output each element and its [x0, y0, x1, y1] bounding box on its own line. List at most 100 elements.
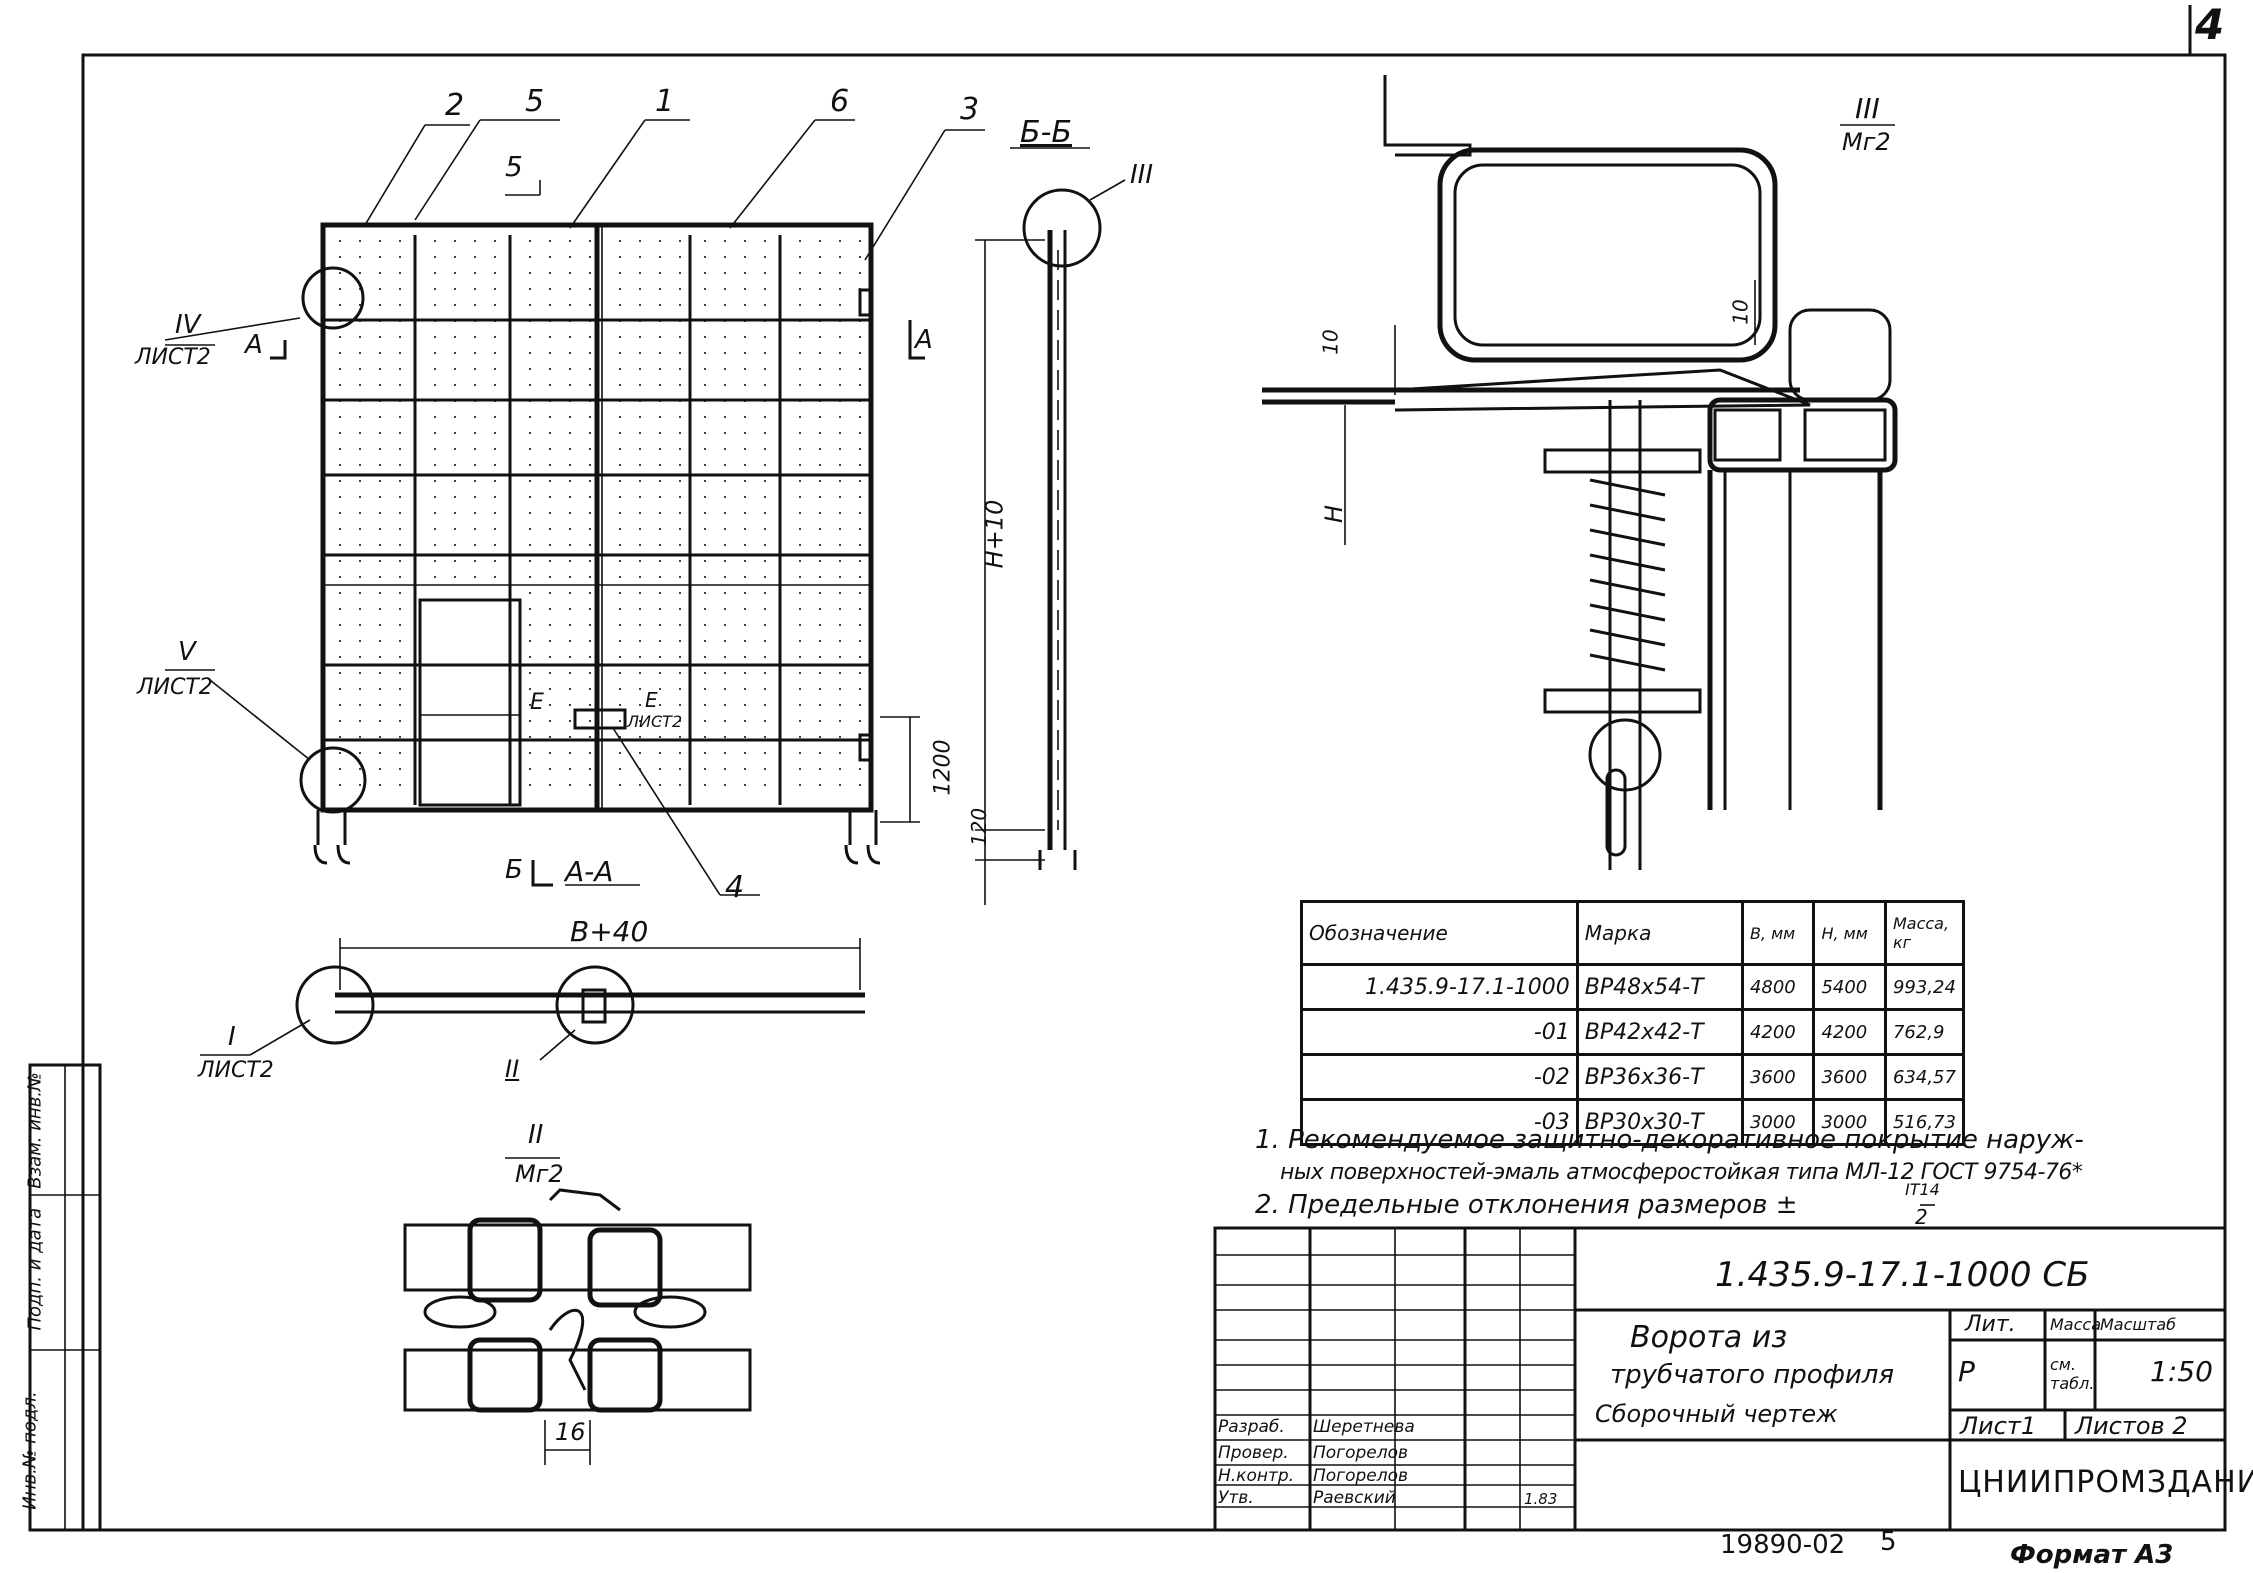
sheet-label: Лист1 [1960, 1412, 2037, 1440]
cell-mass: 516,73 [1883, 1098, 1966, 1146]
table-row: -02 ВР36х36-Т 3600 3600 634,57 [1300, 1053, 1966, 1101]
view-v-label: V [178, 637, 196, 667]
scale-header: Масштаб [2100, 1315, 2177, 1334]
cell-mark: ВР30х30-Т [1575, 1098, 1744, 1146]
table-row: 1.435.9-17.1-1000 ВР48х54-Т 4800 5400 99… [1300, 963, 1966, 1011]
role-approved: Утв. [1218, 1488, 1254, 1508]
cell-designation: -01 [1300, 1008, 1579, 1056]
spec-table-header: Обозначение Марка B, мм H, мм Масса, кг [1300, 900, 1966, 966]
spec-table: Обозначение Марка B, мм H, мм Масса, кг … [1300, 900, 1966, 1146]
callout-item-6: 6 [830, 84, 850, 119]
cell-designation: -02 [1300, 1053, 1579, 1101]
wicket-door [418, 598, 522, 807]
view-v-sheet: ЛИСТ2 [137, 675, 213, 700]
header-mark: Марка [1575, 900, 1744, 966]
dim-height-total: H+10 [980, 499, 1009, 569]
stamp-signature: Подп. и дата [24, 1207, 46, 1331]
callout-item-3: 3 [960, 92, 980, 127]
detail-e-left: Е [530, 690, 544, 715]
section-b-bottom: Б [505, 855, 523, 885]
cell-mark: ВР48х54-Т [1575, 963, 1744, 1011]
detail-e-right: Е [645, 688, 658, 712]
detail-iii-sheet: Мг2 [1842, 128, 1891, 156]
view-iii-label: III [1130, 160, 1154, 190]
sheet-frame [81, 53, 2227, 1532]
detail-iii-title: III [1855, 92, 1880, 125]
detail-ii [403, 1188, 752, 1465]
cell-b: 4200 [1740, 1008, 1816, 1056]
section-a-title: А-А [565, 855, 614, 888]
view-i-label: I [228, 1022, 236, 1052]
cell-designation: 1.435.9-17.1-1000 [1300, 963, 1579, 1011]
role-checker: Провер. [1218, 1443, 1289, 1463]
callout-item-1: 1 [655, 84, 675, 119]
title-block-grid [1213, 1226, 2227, 1532]
detail-ii-sheet: Мг2 [515, 1160, 564, 1188]
view-ii-label: II [505, 1055, 520, 1083]
view-iv-sheet: ЛИСТ2 [135, 345, 211, 370]
approval-date: 1.83 [1524, 1490, 1558, 1508]
header-mass: Масса, кг [1883, 900, 1966, 966]
side-stamp [28, 1063, 102, 1532]
table-row: -01 ВР42х42-Т 4200 4200 762,9 [1300, 1008, 1966, 1056]
header-b: B, мм [1740, 900, 1816, 966]
gate-front-view [270, 222, 925, 896]
name-approved: Раевский [1313, 1488, 1396, 1508]
cell-b: 3000 [1740, 1098, 1816, 1146]
cell-h: 3000 [1812, 1098, 1887, 1146]
detail-circle-v [299, 746, 367, 814]
mass-header: Масса [2050, 1315, 2102, 1334]
cell-mass: 993,24 [1883, 963, 1966, 1011]
callout-item-2: 2 [445, 88, 465, 123]
cell-designation: -03 [1300, 1098, 1579, 1146]
name-developer: Шеретнева [1313, 1417, 1415, 1437]
title-line-1: Ворота из [1630, 1320, 1788, 1355]
archive-number: 19890-02 [1720, 1530, 1846, 1560]
cell-h: 5400 [1812, 963, 1887, 1011]
name-norm-control: Погорелов [1313, 1466, 1409, 1486]
note-line-2: ных поверхностей-эмаль атмосферостойкая … [1280, 1160, 2083, 1185]
callout-leaders [164, 119, 985, 761]
detail-iii [1262, 75, 1898, 870]
label-underlines [165, 124, 1935, 1206]
organization: ЦНИИПРОМЗДАНИЙ [1958, 1465, 2253, 1500]
note-line-3: 2. Предельные отклонения размеров ± [1255, 1190, 1798, 1220]
section-b-title: Б-Б [1020, 115, 1072, 150]
dim-10-b: 10 [1728, 299, 1753, 325]
section-a-left: А [245, 330, 263, 360]
doc-code: 1.435.9-17.1-1000 СБ [1715, 1255, 2090, 1295]
detail-circle-iv [301, 266, 365, 330]
note-line-1: 1. Рекомендуемое защитно-декоративное по… [1255, 1125, 2084, 1155]
view-iv-label: IV [175, 310, 201, 340]
header-designation: Обозначение [1300, 900, 1579, 966]
name-checker: Погорелов [1313, 1443, 1409, 1463]
cell-h: 3600 [1812, 1053, 1887, 1101]
view-i-sheet: ЛИСТ2 [198, 1058, 274, 1083]
detail-e-sheet: ЛИСТ2 [627, 712, 683, 731]
cell-mark: ВР42х42-Т [1575, 1008, 1744, 1056]
lit-header: Лит. [1965, 1312, 2016, 1337]
role-developer: Разраб. [1218, 1417, 1285, 1437]
plan-view [249, 938, 865, 1061]
stamp-inventory: Инв.№ подл. [19, 1391, 41, 1510]
table-row: -03 ВР30х30-Т 3000 3000 516,73 [1300, 1098, 1966, 1146]
callout-item-5: 5 [525, 84, 545, 119]
sheet-number: 4 [2195, 0, 2225, 49]
page-number: 5 [1880, 1527, 1897, 1557]
cell-mass: 762,9 [1883, 1008, 1966, 1056]
title-line-3: Сборочный чертеж [1595, 1400, 1838, 1428]
paper-format: Формат А3 [2010, 1540, 2174, 1570]
dim-10-a: 10 [1318, 329, 1343, 355]
callout-item-4: 4 [725, 870, 745, 905]
detail-ii-title: II [528, 1120, 544, 1150]
mass-value: см. табл. [2050, 1355, 2095, 1393]
section-a-right: А [915, 325, 933, 355]
cell-h: 4200 [1812, 1008, 1887, 1056]
dim-16: 16 [555, 1418, 586, 1446]
role-norm-control: Н.контр. [1218, 1466, 1295, 1486]
title-line-2: трубчатого профиля [1610, 1360, 1895, 1390]
cell-mass: 634,57 [1883, 1053, 1966, 1101]
dim-h: H [1320, 504, 1349, 524]
section-b-b [975, 179, 1126, 905]
sheets-label: Листов 2 [2075, 1412, 2188, 1440]
